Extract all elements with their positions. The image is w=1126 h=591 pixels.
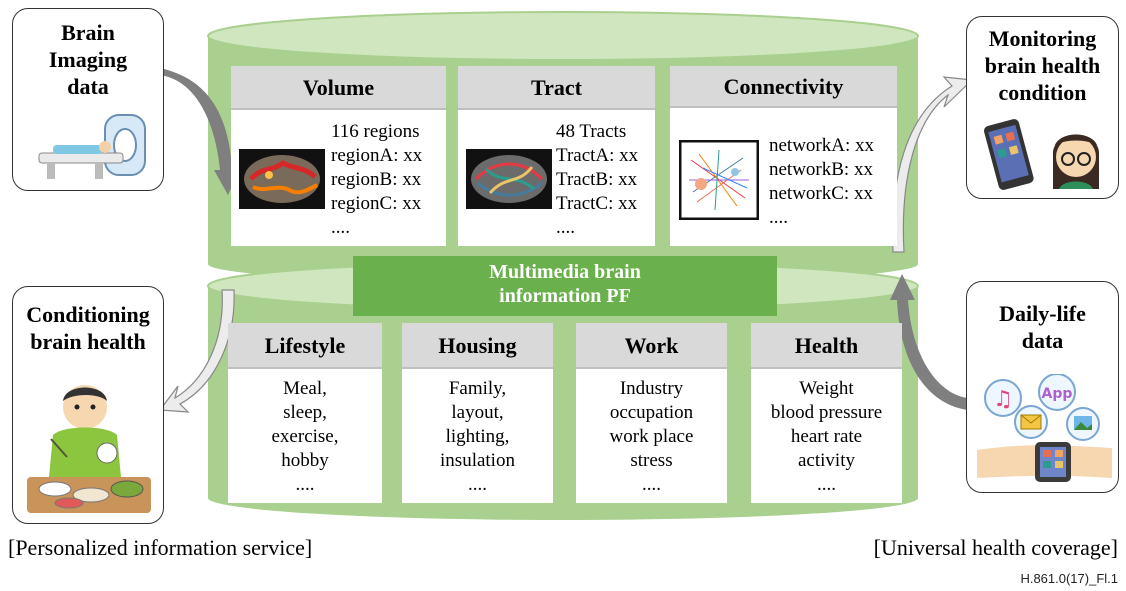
arrow-imaging-in (160, 68, 240, 195)
conditioning-title: Conditioning brain health (13, 301, 163, 355)
title-line: Daily-life (999, 301, 1086, 326)
list-item: TractA: xx (556, 145, 639, 166)
list-item: networkA: xx (769, 135, 875, 156)
tract-card: Tract 48 Tracts TractA: xx TractB: xx Tr… (458, 66, 655, 246)
caption-right: [Universal health coverage] (873, 535, 1118, 560)
list-item: .... (331, 217, 350, 238)
list-item: TractC: xx (556, 193, 638, 214)
list-item: 48 Tracts (556, 121, 627, 142)
brain-imaging-title: Brain Imaging data (13, 19, 163, 100)
list-item: .... (769, 207, 788, 228)
title-line: Conditioning (26, 302, 150, 327)
tract-card-header: Tract (458, 66, 655, 110)
platform-title-line: Multimedia brain (489, 261, 641, 283)
title-line: condition (998, 80, 1087, 105)
volume-card-header: Volume (231, 66, 446, 110)
list-item: hobby (281, 450, 329, 471)
brain-network-image (679, 140, 759, 220)
title-line: Monitoring (988, 26, 1097, 51)
daily-life-box: Daily-life data ♫ App (966, 281, 1119, 493)
list-item: .... (556, 217, 575, 238)
list-item: 116 regions (331, 121, 420, 142)
arrow-daily-in (890, 274, 968, 410)
lifestyle-list: Meal, sleep, exercise, hobby .... (228, 377, 382, 497)
list-item: regionC: xx (331, 193, 422, 214)
smartphone-user-icon (984, 119, 1100, 190)
brain-imaging-box: Brain Imaging data (12, 8, 164, 191)
connectivity-list: networkA: xx networkB: xx networkC: xx .… (769, 134, 874, 230)
lifestyle-card-header: Lifestyle (228, 323, 382, 369)
title-line: brain health (30, 329, 146, 354)
list-item: lighting, (445, 426, 510, 447)
title-line: Imaging (48, 47, 128, 72)
conditioning-box: Conditioning brain health (12, 286, 164, 524)
volume-list: 116 regions regionA: xx regionB: xx regi… (331, 120, 422, 240)
connectivity-card: Connectivity networkA: xx networkB: xx n… (670, 66, 897, 246)
list-item: exercise, (271, 426, 339, 447)
list-item: layout, (451, 402, 504, 423)
list-item: stress (630, 450, 673, 471)
brain-tract-image (466, 149, 552, 209)
list-item: .... (468, 474, 487, 495)
connectivity-card-header: Connectivity (670, 66, 897, 108)
list-item: insulation (440, 450, 515, 471)
work-card: Work Industry occupation work place stre… (576, 323, 727, 503)
figure-id: H.861.0(17)_Fl.1 (1020, 571, 1118, 586)
list-item: Industry (619, 378, 684, 399)
list-item: sleep, (283, 402, 327, 423)
list-item: blood pressure (770, 402, 883, 423)
list-item: regionA: xx (331, 145, 423, 166)
health-card-header: Health (751, 323, 902, 369)
work-card-header: Work (576, 323, 727, 369)
list-item: .... (295, 474, 315, 495)
volume-card: Volume 116 regions regionA: xx regionB: … (231, 66, 446, 246)
lifestyle-card: Lifestyle Meal, sleep, exercise, hobby .… (228, 323, 382, 503)
caption-left: [Personalized information service] (8, 535, 313, 560)
list-item: heart rate (790, 426, 863, 447)
title-line: brain health (984, 53, 1101, 78)
list-item: networkC: xx (769, 183, 873, 204)
list-item: work place (609, 426, 694, 447)
monitoring-box: Monitoring brain health condition (966, 16, 1119, 199)
list-item: activity (798, 450, 855, 471)
mri-scanner-icon (38, 114, 146, 179)
housing-card-header: Housing (402, 323, 553, 369)
list-item: Family, (448, 378, 507, 399)
monitoring-title: Monitoring brain health condition (967, 25, 1118, 106)
platform-title-line: information PF (499, 285, 631, 307)
work-list: Industry occupation work place stress ..… (576, 377, 727, 497)
list-item: regionB: xx (331, 169, 422, 190)
wearable-apps-icon: ♫ App (977, 374, 1112, 482)
daily-life-title: Daily-life data (967, 300, 1118, 354)
list-item: Weight (799, 378, 854, 399)
list-item: .... (817, 474, 836, 495)
housing-card: Housing Family, layout, lighting, insula… (402, 323, 553, 503)
list-item: TractB: xx (556, 169, 638, 190)
person-eating-icon (27, 385, 151, 513)
list-item: networkB: xx (769, 159, 873, 180)
title-line: data (1021, 328, 1064, 353)
health-list: Weight blood pressure heart rate activit… (751, 377, 902, 497)
list-item: Meal, (283, 378, 327, 399)
tract-list: 48 Tracts TractA: xx TractB: xx TractC: … (556, 120, 638, 240)
list-item: .... (642, 474, 661, 495)
title-line: data (67, 74, 109, 99)
app-icon: App (1042, 386, 1073, 402)
health-card: Health Weight blood pressure heart rate … (751, 323, 902, 503)
housing-list: Family, layout, lighting, insulation ...… (402, 377, 553, 497)
platform-banner: Multimedia brain information PF (353, 256, 777, 316)
brain-volume-image (239, 149, 325, 209)
title-line: Brain (61, 20, 115, 45)
music-note-icon: ♫ (993, 387, 1013, 412)
list-item: occupation (609, 402, 694, 423)
